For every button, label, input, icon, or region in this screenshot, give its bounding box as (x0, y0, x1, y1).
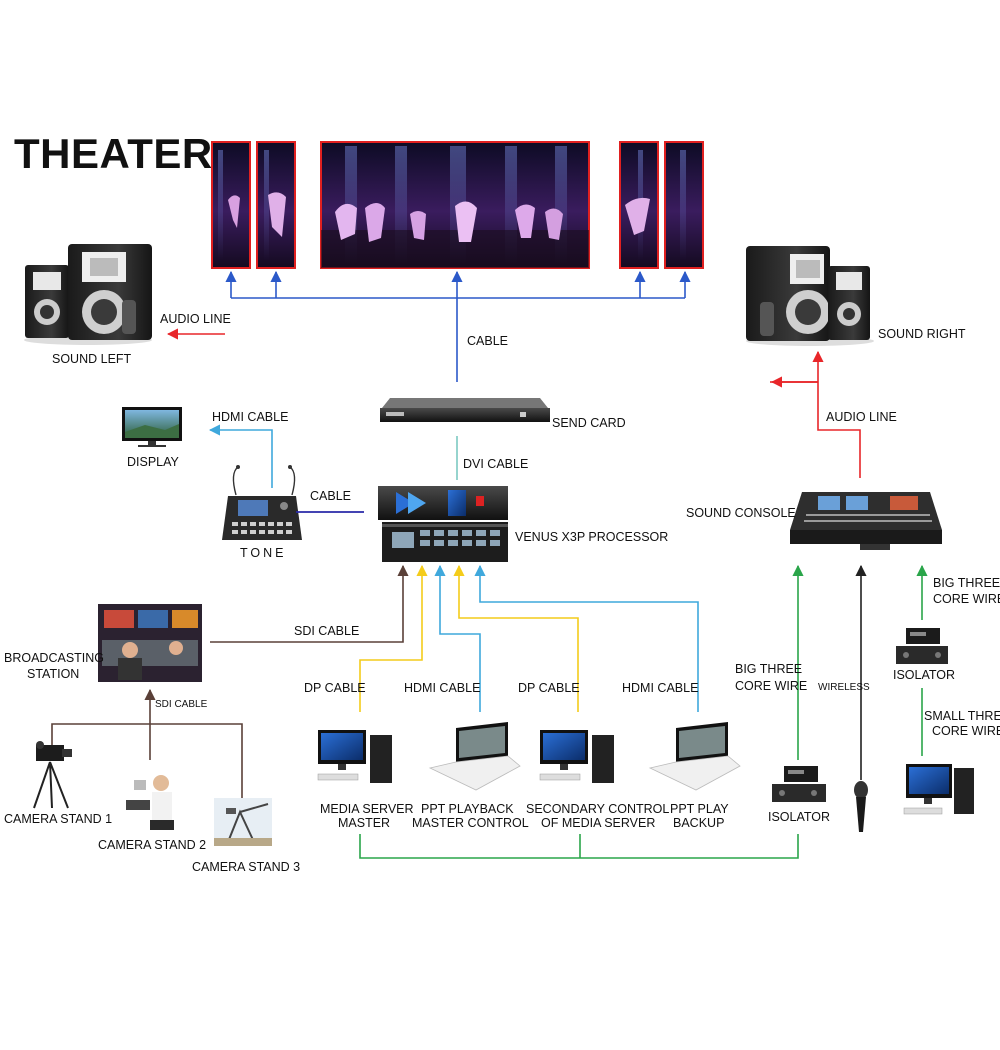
sound-right-label: SOUND RIGHT (878, 327, 966, 341)
big-three-core-left-label-line1: BIG THREE (735, 662, 802, 676)
venus-x3p-processor (378, 486, 508, 562)
media-server-master-label-line1: MEDIA SERVER (320, 802, 414, 816)
isolator-bottom-label: ISOLATOR (768, 810, 830, 824)
hdmi-cable-2-line (474, 564, 699, 712)
big-three-core-right-label-line1: BIG THREE (933, 576, 1000, 590)
big-three-core-left-label-line2: CORE WIRE (735, 679, 807, 693)
sdi-cable-cameras-line (51, 688, 243, 800)
isolator-right-device (896, 628, 948, 664)
broadcasting-station-label-line1: BROADCASTING (4, 651, 104, 665)
audio-line-right-label: AUDIO LINE (826, 410, 897, 424)
diagram-title: THEATER (14, 130, 213, 177)
sound-console-label: SOUND CONSOLE (686, 506, 796, 520)
hdmi-cable-display-line (208, 424, 273, 488)
processor-label: VENUS X3P PROCESSOR (515, 530, 668, 544)
media-server-master-label-line2: MASTER (338, 816, 390, 830)
dp-cable-1-line (359, 564, 428, 712)
green-bottom-bus (359, 834, 799, 859)
hdmi-cable-2-label: HDMI CABLE (622, 681, 698, 695)
broadcasting-station-label-line2: STATION (27, 667, 79, 681)
camera-stand-2-label: CAMERA STAND 2 (98, 838, 206, 852)
wireless-microphone (854, 781, 868, 832)
hdmi-cable-1-line (434, 564, 481, 712)
sound-left-label: SOUND LEFT (52, 352, 132, 366)
hdmi-cable-display-label: HDMI CABLE (212, 410, 288, 424)
led-screen-center (320, 141, 590, 269)
camera-stand-3 (214, 798, 272, 846)
wireless-label: WIRELESS (818, 682, 870, 693)
ppt-playback-label-line2: MASTER CONTROL (412, 816, 529, 830)
hdmi-cable-1-label: HDMI CABLE (404, 681, 480, 695)
dp-cable-2-label: DP CABLE (518, 681, 580, 695)
led-screen-left-inner (256, 141, 296, 269)
led-screen-right-outer (664, 141, 704, 269)
big-three-core-right-label-line2: CORE WIRE (933, 592, 1000, 606)
camera-stand-3-label: CAMERA STAND 3 (192, 860, 300, 874)
isolator-right-label: ISOLATOR (893, 668, 955, 682)
isolator-bottom-device (772, 766, 826, 802)
sdi-cable-main-label: SDI CABLE (294, 624, 359, 638)
dvi-cable-label: DVI CABLE (463, 457, 528, 471)
secondary-control-computer (539, 730, 614, 783)
broadcasting-station-photo (98, 604, 202, 682)
tone-console (222, 465, 302, 540)
speaker-left (24, 244, 152, 345)
sdi-cable-small-label: SDI CABLE (155, 699, 208, 710)
send-card-label: SEND CARD (552, 416, 626, 430)
tone-cable-label: CABLE (310, 489, 351, 503)
sdi-cable-main-line (210, 564, 409, 643)
secondary-control-label-line1: SECONDARY CONTROL (526, 802, 669, 816)
secondary-control-label-line2: OF MEDIA SERVER (541, 816, 655, 830)
ppt-play-backup-label-line1: PPT PLAY (670, 802, 729, 816)
speaker-right (746, 246, 874, 346)
dp-cable-2-line (453, 564, 579, 712)
media-server-master-computer (317, 730, 392, 783)
cable-top-label: CABLE (467, 334, 508, 348)
tone-label: TONE (240, 546, 287, 560)
led-screen-right-inner (619, 141, 659, 269)
send-card-device (380, 398, 550, 422)
sound-console-device (790, 492, 942, 550)
ppt-play-backup-laptop (648, 722, 741, 791)
display-monitor (122, 407, 182, 447)
ppt-playback-label-line1: PPT PLAYBACK (421, 802, 514, 816)
camera-stand-1-label: CAMERA STAND 1 (4, 812, 112, 826)
display-label: DISPLAY (127, 455, 180, 469)
sound-control-computer (903, 764, 974, 815)
audio-line-left-label: AUDIO LINE (160, 312, 231, 326)
camera-stand-1 (33, 741, 72, 809)
led-screen-left-outer (211, 141, 251, 269)
small-three-core-label-line1: SMALL THREE (924, 709, 1000, 723)
ppt-playback-laptop (428, 722, 521, 791)
dp-cable-1-label: DP CABLE (304, 681, 366, 695)
screen-cable-bus (225, 270, 691, 382)
ppt-play-backup-label-line2: BACKUP (673, 816, 724, 830)
camera-stand-2 (126, 775, 174, 830)
small-three-core-label-line2: CORE WIRE (932, 724, 1000, 738)
